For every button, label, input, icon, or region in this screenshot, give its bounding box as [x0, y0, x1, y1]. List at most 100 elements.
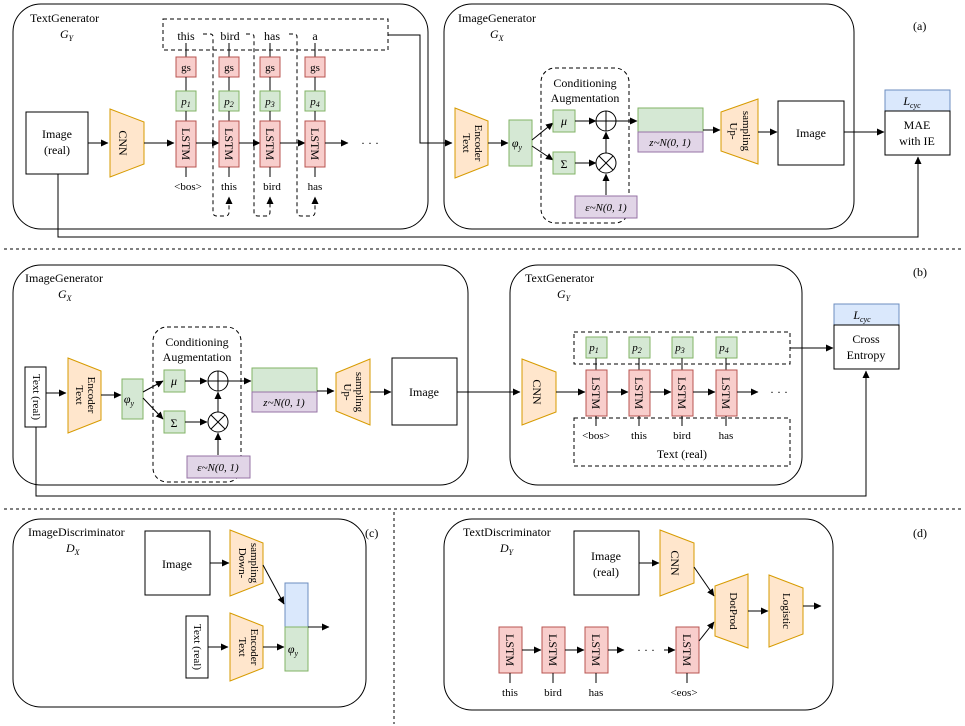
logistic-block	[768, 574, 804, 648]
out-word-2: bird	[220, 29, 239, 43]
out-word-4: a	[312, 29, 318, 43]
svg-text:with IE: with IE	[899, 134, 935, 148]
svg-text:Augmentation: Augmentation	[551, 91, 620, 105]
cross-entropy-box	[833, 324, 900, 370]
svg-text:Image: Image	[591, 549, 621, 563]
svg-text:φy: φy	[124, 392, 135, 408]
svg-text:p2: p2	[223, 96, 234, 109]
svg-text:Up-: Up-	[341, 383, 353, 400]
svg-text:φy: φy	[512, 136, 523, 152]
svg-text:ImageGenerator: ImageGenerator	[25, 271, 103, 285]
svg-text:<eos>: <eos>	[670, 687, 697, 699]
ellipsis-a: · · ·	[361, 136, 379, 150]
panel-c-label: (c)	[365, 526, 378, 540]
svg-text:Encoder: Encoder	[248, 629, 260, 666]
svg-text:z~N(0, 1): z~N(0, 1)	[648, 137, 691, 149]
ellipsis-b: · · ·	[770, 385, 788, 399]
lstm-b-column-2: p2 LSTM this	[628, 336, 651, 442]
svg-text:gs: gs	[265, 62, 275, 74]
cnn-label: CNN	[116, 130, 130, 156]
svg-text:Lcyc: Lcyc	[852, 308, 871, 324]
phi-embedding-c	[284, 626, 309, 672]
upsampling-a	[720, 98, 759, 165]
svg-text:CNN: CNN	[668, 550, 682, 576]
svg-text:μ: μ	[170, 374, 177, 388]
cnn-block-b	[521, 358, 557, 426]
phi-embedding-a	[508, 119, 533, 167]
epsilon-box-a	[574, 195, 638, 219]
lstm-column-4: gs p4 LSTM has	[304, 43, 326, 193]
image-real-label-1: Image	[42, 127, 72, 141]
panel-a-label: (a)	[913, 19, 926, 33]
svg-text:Cross: Cross	[852, 332, 880, 346]
output-words-group	[162, 18, 389, 51]
text-generator-symbol: GY	[60, 27, 75, 43]
panel-d-label: (d)	[913, 526, 927, 540]
out-word-1: this	[177, 29, 195, 43]
svg-text:LSTM: LSTM	[308, 128, 322, 160]
svg-text:has: has	[308, 181, 323, 193]
image-generator-symbol: GX	[490, 27, 505, 43]
generated-image-a	[777, 100, 845, 166]
svg-text:Conditioning: Conditioning	[553, 76, 616, 90]
latent-code-b	[251, 367, 318, 393]
svg-text:μ: μ	[560, 114, 567, 128]
text-generator-b-box	[509, 264, 803, 486]
lstm-b-column-3: p3 LSTM bird	[671, 336, 694, 442]
svg-text:Text (real): Text (real)	[657, 447, 707, 461]
svg-text:gs: gs	[181, 62, 191, 74]
svg-text:<bos>: <bos>	[582, 430, 610, 442]
image-feature-c	[284, 582, 309, 628]
text-discriminator-box	[443, 518, 834, 711]
svg-text:Text: Text	[73, 385, 85, 404]
svg-text:Image: Image	[162, 557, 192, 571]
svg-text:Augmentation: Augmentation	[163, 350, 232, 364]
z-noise-a	[637, 131, 704, 153]
latent-code-a	[637, 107, 704, 133]
dotprod-block	[714, 573, 749, 649]
svg-text:Down-: Down-	[236, 548, 248, 579]
svg-text:LSTM: LSTM	[632, 377, 646, 409]
svg-text:Image: Image	[796, 126, 826, 140]
svg-text:TextDiscriminator: TextDiscriminator	[463, 525, 551, 539]
svg-text:this: this	[221, 181, 237, 193]
svg-text:p3: p3	[264, 96, 275, 109]
lstm-column-3: gs p3 LSTM bird	[259, 43, 281, 193]
panel-a: (a) TextGenerator GY ImageGenerator GX I…	[12, 3, 951, 238]
lstm-column-2: gs p2 LSTM this	[218, 43, 240, 193]
svg-text:LSTM: LSTM	[680, 634, 694, 666]
image-box-c	[144, 530, 211, 596]
disc-lstm-4: LSTM <eos>	[670, 626, 700, 699]
svg-text:ε~N(0, 1): ε~N(0, 1)	[197, 462, 239, 474]
svg-text:Text: Text	[460, 133, 472, 152]
svg-text:Lcyc: Lcyc	[902, 94, 921, 110]
svg-text:has: has	[719, 430, 734, 442]
svg-text:z~N(0, 1): z~N(0, 1)	[262, 397, 305, 409]
conditioning-augmentation-a	[540, 67, 630, 224]
svg-text:Text: Text	[236, 637, 248, 656]
cnn-block	[109, 108, 145, 178]
svg-text:DX: DX	[65, 541, 81, 557]
svg-text:sampling: sampling	[353, 372, 365, 413]
svg-text:LSTM: LSTM	[179, 128, 193, 160]
svg-text:ε~N(0, 1): ε~N(0, 1)	[585, 202, 627, 214]
svg-text:p4: p4	[718, 342, 729, 355]
cnn-block-d	[659, 529, 695, 597]
svg-text:gs: gs	[224, 62, 234, 74]
generated-image-b	[391, 357, 458, 426]
svg-text:this: this	[502, 687, 518, 699]
lstm-b-column-4: p4 LSTM has	[715, 336, 738, 442]
svg-text:LSTM: LSTM	[222, 128, 236, 160]
svg-text:bird: bird	[673, 430, 691, 442]
out-word-3: has	[264, 29, 280, 43]
svg-text:LSTM: LSTM	[719, 377, 733, 409]
ellipsis-d: · · ·	[637, 643, 655, 657]
svg-text:TextGenerator: TextGenerator	[525, 271, 594, 285]
svg-text:DY: DY	[499, 541, 515, 557]
svg-text:Image: Image	[409, 385, 439, 399]
lstm-b-column-1: p1 LSTM <bos>	[582, 336, 610, 442]
upsampling-b	[335, 358, 371, 426]
image-generator-title: ImageGenerator	[458, 11, 536, 25]
svg-text:Σ: Σ	[561, 157, 568, 171]
svg-text:GX: GX	[58, 287, 73, 303]
